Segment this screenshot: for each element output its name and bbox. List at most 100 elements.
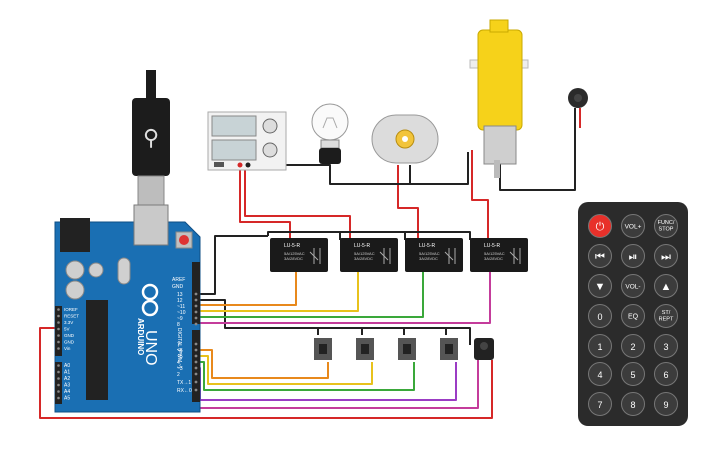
remote-button-down[interactable]: ▼: [588, 274, 612, 298]
analog-pin[interactable]: [57, 390, 60, 393]
remote-button-2[interactable]: 2: [621, 334, 645, 358]
analog-pin[interactable]: [57, 377, 60, 380]
digital-pin-label: ~10: [177, 310, 186, 316]
digital-pin[interactable]: [194, 316, 198, 320]
digital-pin[interactable]: [194, 380, 198, 384]
analog-pin-label: A5: [64, 396, 70, 402]
wire-purple-relay4: [198, 272, 491, 324]
digital-pin-label: 13: [177, 292, 183, 298]
digital-pin[interactable]: [194, 304, 198, 308]
power-pin[interactable]: [57, 327, 60, 331]
remote-button-st-rept[interactable]: ST/REPT: [654, 304, 678, 328]
power-pin-label: Vin: [64, 346, 71, 351]
digital-pin[interactable]: [194, 322, 198, 326]
power-pin-label: GND: [64, 333, 75, 338]
relay-spec-ac: 5A/125VAC: [354, 251, 375, 256]
remote-button-1[interactable]: 1: [588, 334, 612, 358]
current-knob[interactable]: [262, 142, 278, 158]
analog-pin[interactable]: [57, 370, 60, 374]
remote-button-6[interactable]: 6: [654, 362, 678, 386]
digital-pin-label: RX←0: [177, 388, 192, 394]
remote-button-8[interactable]: 8: [621, 392, 645, 416]
remote-button-4[interactable]: 4: [588, 362, 612, 386]
power-pin[interactable]: [57, 308, 60, 311]
usb-cable: ⚲: [132, 70, 170, 207]
remote-button-5[interactable]: 5: [621, 362, 645, 386]
power-pin-label: IOREF: [64, 307, 78, 312]
push-button-3[interactable]: [398, 338, 416, 360]
digital-header-label: DIGITAL (PWM ~): [176, 328, 182, 368]
wire-red-5v-ir: [39, 327, 493, 419]
relay-symbol: [379, 248, 391, 264]
analog-pin[interactable]: [57, 383, 60, 387]
rewind-icon: ⏮: [595, 251, 605, 263]
power-pin[interactable]: [57, 340, 60, 344]
remote-button-label: 3: [663, 342, 668, 352]
push-button-2[interactable]: [356, 338, 374, 360]
remote-button-3[interactable]: 3: [654, 334, 678, 358]
digital-pin[interactable]: [194, 292, 198, 296]
digital-pin-label: 8: [177, 322, 180, 328]
relay-spec-dc: 3A/28VDC: [484, 256, 503, 261]
wire-red-supply-relay1: [239, 168, 291, 238]
digital-pin-label: ~9: [177, 316, 183, 322]
remote-button-play-pause[interactable]: ⏯: [621, 244, 645, 268]
remote-button-0[interactable]: 0: [588, 304, 612, 328]
power-pin[interactable]: [57, 314, 60, 318]
relays: LU-5-R5A/125VAC3A/28VDCLU-5-R5A/125VAC3A…: [270, 238, 528, 272]
digital-pin[interactable]: [194, 360, 198, 364]
remote-button-9[interactable]: 9: [654, 392, 678, 416]
vibration-buzzer: [568, 88, 588, 108]
remote-button-label: 5: [630, 370, 635, 380]
remote-button-vol[interactable]: VOL-: [621, 274, 645, 298]
down-icon: ▼: [595, 281, 606, 293]
analog-pin-label: A3: [64, 383, 70, 389]
wire-yellow-relay2: [198, 272, 359, 312]
digital-pin[interactable]: [194, 388, 198, 392]
fast-forward-icon: ⏭: [661, 251, 671, 263]
remote-button-label: 8: [630, 400, 635, 410]
digital-pin[interactable]: [194, 298, 198, 302]
power-pin-label: 5V: [64, 327, 70, 332]
remote-button-func-stop[interactable]: FUNC/STOP: [654, 214, 678, 238]
ir-receiver: [474, 338, 494, 360]
remote-button-up[interactable]: ▲: [654, 274, 678, 298]
digital-pin[interactable]: [194, 310, 198, 314]
digital-pin-label: TX→1: [177, 380, 191, 386]
push-button-4[interactable]: [440, 338, 458, 360]
remote-button-rewind[interactable]: ⏮: [588, 244, 612, 268]
voltage-knob[interactable]: [262, 118, 278, 134]
remote-button-fast-forward[interactable]: ⏭: [654, 244, 678, 268]
analog-pin[interactable]: [57, 396, 60, 400]
power-pin[interactable]: [57, 347, 60, 350]
analog-pin-label: A0: [64, 363, 70, 369]
relay-spec-ac: 5A/125VAC: [484, 251, 505, 256]
remote-button-label: VOL+: [625, 224, 642, 231]
digital-pin[interactable]: [194, 366, 198, 370]
digital-pin[interactable]: [194, 354, 198, 358]
power-pin[interactable]: [57, 321, 60, 324]
digital-pin[interactable]: [194, 342, 198, 346]
remote-button-power[interactable]: ⏻: [588, 214, 612, 238]
wire-red-supply-relay2: [244, 168, 351, 238]
digital-pin-label: ~6: [177, 348, 183, 354]
digital-pin[interactable]: [194, 348, 198, 352]
push-button-1[interactable]: [314, 338, 332, 360]
power-pin[interactable]: [57, 334, 60, 337]
digital-pin-label: 7: [177, 342, 180, 348]
analog-pin[interactable]: [57, 364, 60, 367]
power-icon: ⏻: [596, 221, 605, 233]
relay-spec-ac: 5A/125VAC: [419, 251, 440, 256]
relay-symbol: [509, 248, 521, 264]
remote-button-vol[interactable]: VOL+: [621, 214, 645, 238]
remote-button-7[interactable]: 7: [588, 392, 612, 416]
analog-pin-label: A4: [64, 389, 70, 395]
remote-button-eq[interactable]: EQ: [621, 304, 645, 328]
digital-pin[interactable]: [194, 372, 198, 376]
wire-yellow-btn2: [198, 355, 373, 385]
